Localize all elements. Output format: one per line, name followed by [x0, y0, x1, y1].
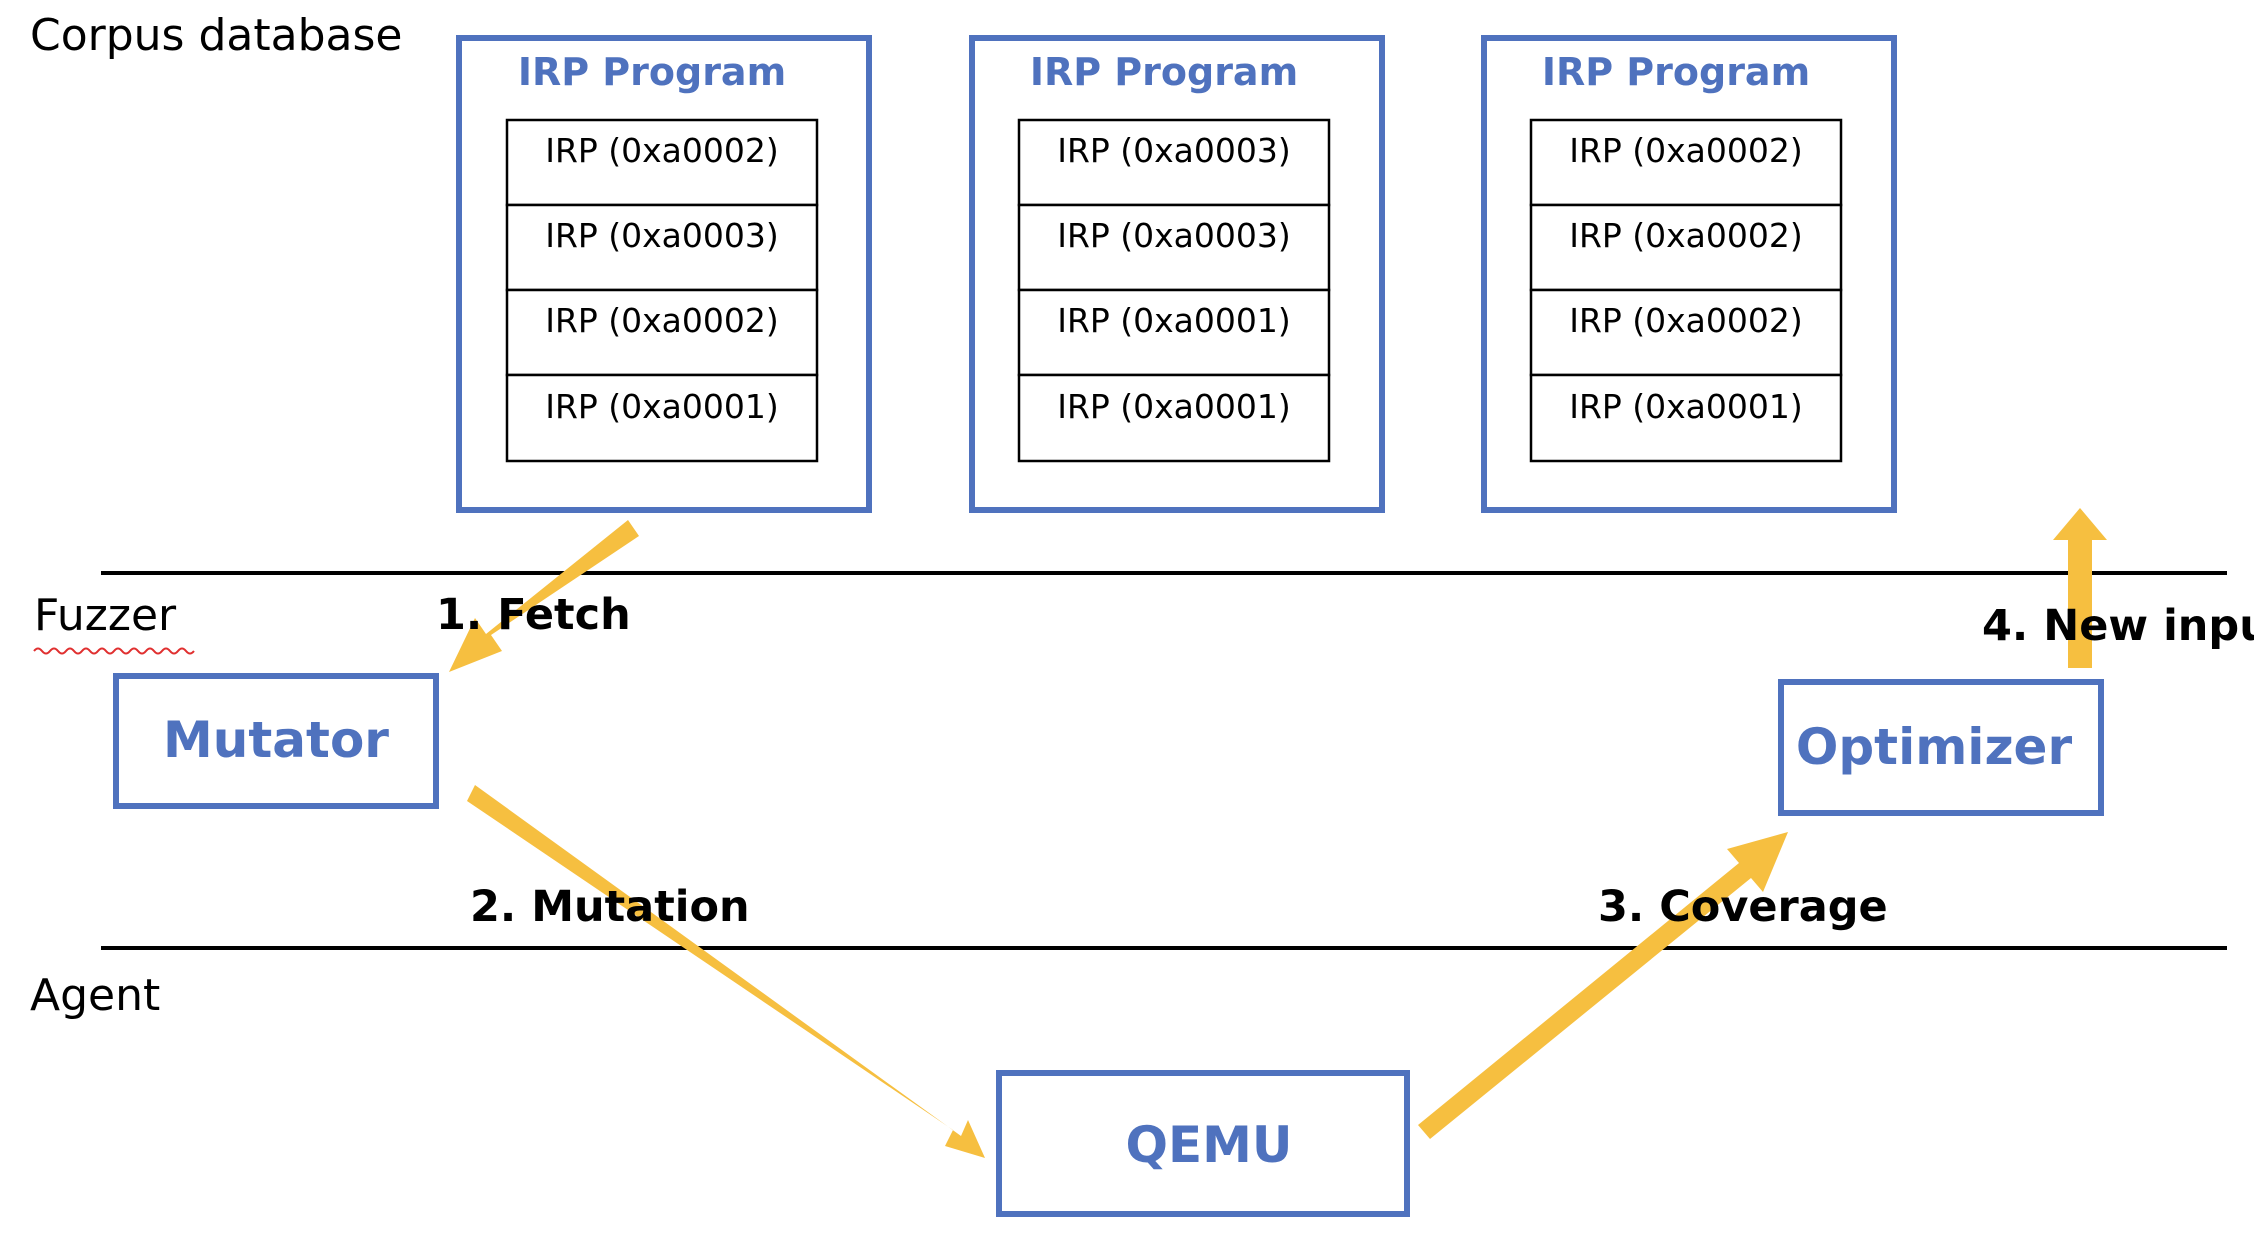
step-label-mutation: 2. Mutation [470, 882, 750, 932]
optimizer-box: Optimizer [1778, 679, 2104, 816]
irp-program-1: IRP Program IRP (0xa0002) IRP (0xa0003) … [456, 35, 872, 513]
irp-program-title: IRP Program [1030, 50, 1298, 94]
irp-program-3: IRP Program IRP (0xa0002) IRP (0xa0002) … [1481, 35, 1897, 513]
mutation-arrow [467, 785, 985, 1158]
irp-entry: IRP (0xa0001) [1569, 387, 1803, 426]
fetch-arrow [449, 520, 639, 672]
irp-entry: IRP (0xa0001) [545, 387, 779, 426]
qemu-label: QEMU [1125, 1116, 1292, 1174]
irp-entry: IRP (0xa0001) [1057, 301, 1291, 340]
irp-cell [1529, 373, 1843, 463]
region-label-fuzzer: Fuzzer [34, 590, 177, 641]
irp-entry: IRP (0xa0002) [1569, 216, 1803, 255]
irp-cell [505, 373, 819, 463]
mutator-frame [113, 673, 439, 809]
new-input-arrow [2053, 508, 2107, 668]
qemu-frame [996, 1070, 1410, 1217]
irp-cell [1529, 203, 1843, 292]
irp-entry: IRP (0xa0003) [1057, 131, 1291, 170]
mutator-box: Mutator [113, 673, 439, 809]
region-label-agent: Agent [30, 970, 160, 1021]
region-label-corpus: Corpus database [30, 10, 402, 61]
optimizer-label: Optimizer [1796, 718, 2073, 776]
irp-program-2: IRP Program IRP (0xa0003) IRP (0xa0003) … [969, 35, 1385, 513]
coverage-arrow [1418, 832, 1788, 1139]
irp-entry: IRP (0xa0003) [545, 216, 779, 255]
irp-cell [1529, 288, 1843, 377]
irp-entry: IRP (0xa0002) [545, 131, 779, 170]
irp-cell [505, 118, 819, 207]
irp-entry: IRP (0xa0003) [1057, 216, 1291, 255]
irp-entry: IRP (0xa0002) [1569, 131, 1803, 170]
qemu-box: QEMU [996, 1070, 1410, 1217]
irp-cell [505, 203, 819, 292]
spellcheck-underline [33, 647, 195, 655]
irp-cell [505, 288, 819, 377]
step-label-new-input: 4. New input [1982, 601, 2254, 651]
irp-program-title: IRP Program [518, 50, 786, 94]
irp-cell [1017, 373, 1331, 463]
irp-entry: IRP (0xa0001) [1057, 387, 1291, 426]
step-label-fetch: 1. Fetch [436, 590, 631, 640]
irp-entry: IRP (0xa0002) [1569, 301, 1803, 340]
irp-entry: IRP (0xa0002) [545, 301, 779, 340]
step-label-coverage: 3. Coverage [1598, 882, 1888, 932]
optimizer-frame [1778, 679, 2104, 816]
irp-cell [1017, 118, 1331, 207]
mutator-label: Mutator [163, 711, 389, 769]
irp-program-title: IRP Program [1542, 50, 1810, 94]
irp-cell [1529, 118, 1843, 207]
